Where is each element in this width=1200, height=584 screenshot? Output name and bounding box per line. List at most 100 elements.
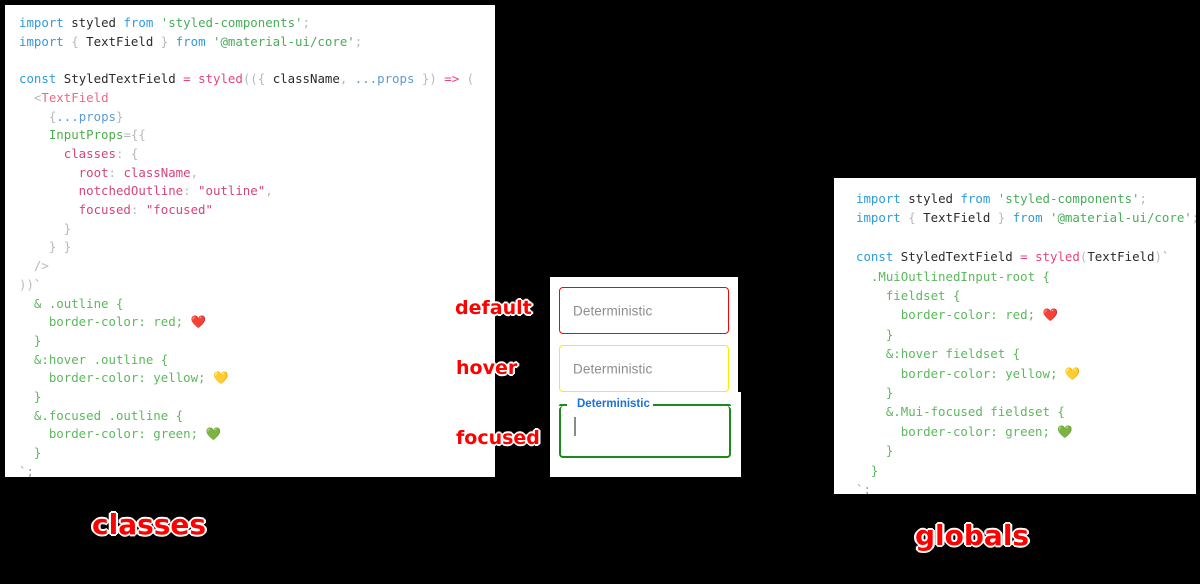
code-token: '@material-ui/core' (1050, 210, 1192, 226)
code-line: <TextField (19, 89, 487, 108)
code-token: from (123, 15, 154, 30)
code-token: 'styled-components' (997, 191, 1140, 206)
code-line: border-color: red; ❤️ (19, 313, 487, 332)
preview-card-focused: Deterministic (550, 392, 741, 477)
code-token: .MuiOutlinedInput-root { (856, 268, 1050, 284)
code-token: import (19, 33, 64, 49)
textfield-default-value: Deterministic (573, 303, 653, 318)
code-token: ; (354, 33, 363, 49)
code-line: `; (19, 463, 487, 477)
code-line: `; (856, 480, 1188, 494)
code-token (990, 191, 997, 206)
code-line: focused: "focused" (19, 201, 487, 220)
code-block-classes: import styled from 'styled-components';i… (19, 14, 487, 477)
code-line: &.Mui-focused fieldset { (856, 402, 1188, 421)
code-token: ( (459, 71, 475, 87)
code-line: } (856, 325, 1188, 344)
annotation-classes: classes (92, 508, 207, 541)
code-token: const (19, 71, 57, 87)
code-token: => (444, 71, 460, 87)
code-block-globals: import styled from 'styled-components';i… (856, 189, 1196, 494)
code-token: (({ (242, 71, 273, 87)
code-token: ={{ (123, 127, 146, 143)
code-token: , (339, 71, 355, 87)
code-token: TextField (923, 210, 991, 226)
code-token: styled (63, 15, 124, 30)
code-line: classes: { (19, 145, 487, 164)
code-token: focused (19, 202, 131, 218)
code-token: } (856, 385, 894, 401)
code-line: import { TextField } from '@material-ui/… (856, 208, 1196, 227)
code-token: `; (856, 482, 871, 494)
code-token: 'styled-components' (160, 15, 303, 30)
code-token: : (183, 183, 199, 199)
code-token: ( (1079, 249, 1088, 265)
textfield-hover[interactable]: Deterministic (559, 345, 729, 392)
code-line: border-color: yellow; 💛 (19, 369, 487, 388)
code-token: } (153, 33, 176, 49)
code-line: import styled from 'styled-components'; (856, 189, 1188, 208)
code-token: } (856, 462, 879, 478)
code-line: border-color: red; ❤️ (856, 305, 1188, 324)
code-token: StyledTextField (893, 249, 1021, 265)
code-token: : (130, 202, 146, 218)
code-token: = (1020, 249, 1028, 265)
code-token: { (900, 210, 924, 226)
annotation-hover: hover (456, 357, 518, 379)
code-token: className (123, 164, 191, 180)
code-token: from (960, 191, 991, 206)
code-token: & .outline { (19, 295, 124, 311)
annotation-globals: globals (915, 519, 1030, 552)
textfield-focused-legend: Deterministic (574, 398, 653, 411)
code-emoji: 💛 (1064, 365, 1081, 381)
code-token: const (856, 249, 894, 265)
code-line: const StyledTextField = styled(({ classN… (19, 70, 487, 89)
code-line: & .outline { (19, 295, 487, 314)
code-emoji: 💚 (1057, 423, 1073, 439)
code-token: } (856, 326, 894, 342)
code-line: import { TextField } from '@material-ui/… (19, 33, 487, 52)
textfield-default[interactable]: Deterministic (559, 287, 729, 334)
code-line: } (19, 388, 487, 407)
notch-right-segment (647, 404, 731, 406)
code-line (856, 228, 1188, 247)
code-token: )) (19, 276, 34, 292)
code-token: } (19, 220, 72, 236)
code-token: import (856, 191, 901, 206)
code-token: TextField (1087, 249, 1155, 265)
code-token: : { (115, 145, 139, 161)
code-token: < (33, 89, 42, 105)
code-token: border-color: yellow; (856, 365, 1065, 381)
code-token: root (19, 164, 109, 180)
code-token: &.focused .outline { (19, 407, 184, 423)
code-token (206, 34, 213, 49)
code-token: className (272, 71, 340, 87)
code-token: ; (302, 15, 310, 30)
textfield-focused[interactable]: Deterministic (559, 398, 731, 458)
code-line: } (19, 444, 487, 463)
code-token: }) (414, 71, 445, 87)
code-emoji: ❤️ (190, 314, 207, 330)
code-token: } (856, 443, 894, 459)
code-line: const StyledTextField = styled(TextField… (856, 247, 1188, 266)
code-token (1043, 210, 1050, 225)
code-token: &.Mui-focused fieldset { (856, 404, 1065, 420)
code-token: { (19, 108, 57, 124)
preview-card-default-hover: Deterministic Deterministic (550, 277, 738, 393)
text-caret (574, 417, 576, 436)
code-token: ` (1161, 249, 1170, 265)
notch-left-segment (559, 404, 567, 406)
code-token (1028, 249, 1035, 264)
code-token: &:hover fieldset { (856, 346, 1021, 362)
code-line: } (856, 461, 1188, 480)
code-token: ...props (354, 71, 415, 87)
code-token: : (108, 164, 124, 180)
code-token: border-color: red; (856, 307, 1043, 323)
code-token (19, 90, 34, 105)
code-line: ))` (19, 276, 487, 295)
annotation-default: default (455, 297, 532, 319)
code-line: {...props} (19, 108, 487, 127)
code-token: import (19, 15, 64, 30)
code-token: border-color: green; (856, 423, 1058, 439)
code-line: &:hover .outline { (19, 351, 487, 370)
